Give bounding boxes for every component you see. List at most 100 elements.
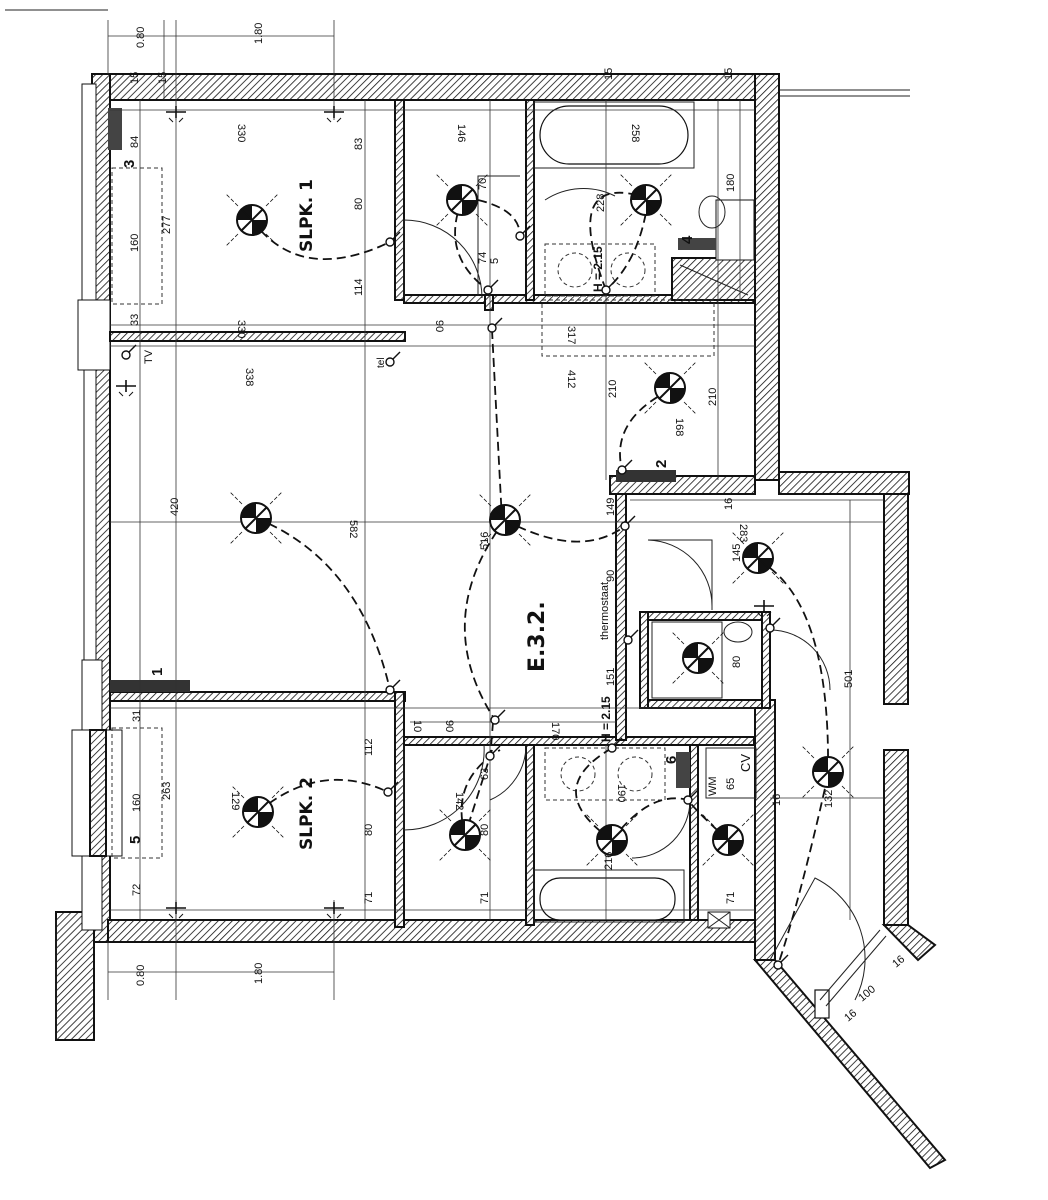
- dim-label: 80: [353, 198, 365, 210]
- room-label-bedroom1: SLPK. 1: [297, 179, 317, 252]
- dim-label: 216: [603, 852, 615, 870]
- room-label-living: E.3.2.: [525, 601, 550, 672]
- dim-label: 501: [843, 670, 855, 688]
- marker-4: 4: [679, 235, 696, 244]
- tv-outlet-icon: [121, 344, 137, 360]
- dim-label: 16: [723, 498, 735, 510]
- lamp-icon: [229, 491, 283, 545]
- dim-label: 5: [489, 258, 501, 264]
- tel-label: tel: [376, 357, 387, 368]
- dim-label: 16: [842, 1007, 859, 1024]
- dim-label: 71: [479, 892, 491, 904]
- tv-label: TV: [143, 349, 155, 364]
- lamp-icon: [671, 631, 725, 685]
- dim-label: 16: [890, 953, 907, 970]
- marker-1: 1: [149, 668, 166, 676]
- lamp-icon: [225, 193, 279, 247]
- dim-label: 228: [595, 194, 607, 212]
- doors: [403, 175, 887, 1019]
- switch-icon: [485, 745, 501, 761]
- dim-label: 71: [363, 892, 375, 904]
- lamp-icon: [619, 173, 673, 227]
- dim-label: 80: [479, 824, 491, 836]
- dim-label: 80: [731, 656, 743, 668]
- dim-label: 129: [229, 792, 241, 810]
- switch-icon: [483, 279, 499, 295]
- dim-label: 15: [157, 72, 169, 84]
- dim-label: 83: [353, 138, 365, 150]
- dim-label: 112: [363, 738, 375, 756]
- dim-label: 277: [161, 216, 173, 234]
- dim-label: 16: [771, 794, 783, 806]
- wiring: [251, 191, 829, 966]
- dim-label: 80: [363, 824, 375, 836]
- wm-label: WM: [707, 776, 719, 796]
- thermostat-label: thermostaat: [599, 582, 611, 640]
- dim-label: 582: [347, 520, 359, 538]
- height-label-bottom: H = 2.15: [599, 696, 613, 742]
- dim-label: 210: [707, 388, 719, 406]
- dim-label: 84: [129, 136, 141, 148]
- dim-label: 160: [131, 794, 143, 812]
- dim-label: 283: [737, 524, 749, 542]
- height-label-top: H = 2.15: [591, 246, 605, 292]
- marker-3: 3: [121, 160, 138, 168]
- dim-label: 151: [605, 668, 617, 686]
- dim-label: 70: [477, 178, 489, 190]
- outlet-icon: [385, 351, 401, 367]
- dim-label: 190: [615, 784, 627, 802]
- closets: [111, 167, 715, 859]
- dim-label: 516: [479, 532, 491, 550]
- dim-label: 210: [607, 380, 619, 398]
- dim-label: 74: [477, 252, 489, 264]
- windows-left: [71, 83, 123, 931]
- dim-label: 33: [129, 314, 141, 326]
- dim-label: 90: [433, 320, 445, 332]
- dim-label: 146: [455, 124, 467, 142]
- dim-label: 338: [243, 368, 255, 386]
- dimension-labels: 0.80 1.80 0.80 1.80 15 15 15 15 330 330 …: [129, 23, 907, 1025]
- wall-light-icon: [115, 379, 137, 397]
- dim-label: 10: [411, 720, 423, 732]
- dim-label: 15: [603, 68, 615, 80]
- stair-block: [671, 199, 756, 301]
- dim-label: 258: [629, 124, 641, 142]
- dim-label: 65: [725, 778, 737, 790]
- dim-label: 72: [131, 884, 143, 896]
- dim-label: 15: [129, 72, 141, 84]
- dim-label: 0.80: [135, 27, 147, 48]
- dim-label: 330: [235, 320, 247, 338]
- dim-label: 100: [856, 983, 878, 1004]
- dim-label: 160: [129, 234, 141, 252]
- dim-label: 420: [169, 498, 181, 516]
- dim-label: 90: [605, 570, 617, 582]
- dim-label: 1.80: [253, 23, 265, 44]
- cv-label: CV: [738, 754, 753, 772]
- dim-label: 114: [353, 278, 365, 296]
- lamp-icon: [701, 813, 755, 867]
- lamp-icon: [643, 361, 697, 415]
- wall-lights: [115, 105, 775, 919]
- dim-label: 15: [723, 68, 735, 80]
- dim-label: 330: [235, 124, 247, 142]
- dim-label: 132: [823, 790, 835, 808]
- dim-label: 180: [725, 174, 737, 192]
- interior-walls: [109, 99, 771, 928]
- dim-label: 149: [605, 498, 617, 516]
- dim-label: 317: [565, 326, 577, 344]
- dim-label: 142: [453, 792, 465, 810]
- outer-walls: [55, 73, 947, 1170]
- dim-label: 1.80: [253, 963, 265, 984]
- marker-2: 2: [653, 460, 670, 468]
- dim-label: 145: [731, 544, 743, 562]
- marker-6: 6: [663, 756, 680, 764]
- dim-label: 168: [673, 418, 685, 436]
- dim-label: 263: [161, 782, 173, 800]
- dim-label: 71: [725, 892, 737, 904]
- marker-5: 5: [127, 836, 144, 844]
- dim-label: 0.80: [135, 965, 147, 986]
- fixtures: [533, 101, 757, 929]
- dim-label: 412: [565, 370, 577, 388]
- dim-label: 31: [131, 710, 143, 722]
